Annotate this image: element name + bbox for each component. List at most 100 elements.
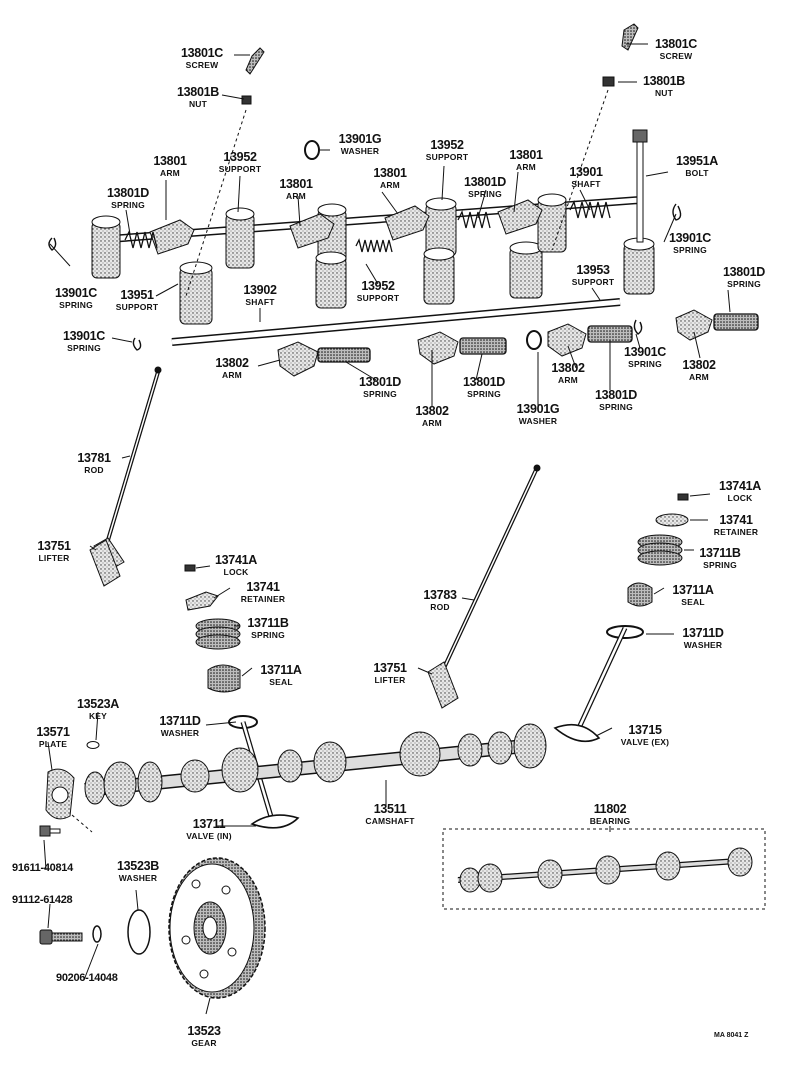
part-name: ARM [516,161,536,172]
part-name: SUPPORT [218,163,262,174]
part-number: 13783 [423,588,457,602]
part-number: 13571 [36,725,70,739]
washer-13523b [127,909,151,955]
label-13951: 13951 SUPPORT [116,289,159,311]
part-name: SPRING [59,299,93,310]
part-number: 13801D [723,265,765,279]
label-13901c-l2: 13901C SPRING [63,330,105,352]
part-name: SCREW [659,50,693,61]
part-number: 13801 [153,154,187,168]
label-13801d-a: 13801D SPRING [359,376,401,398]
label-90206-14048: 90206-14048 [56,972,118,984]
part-name: NUT [188,98,208,109]
label-13741-right: 13741 RETAINER [714,514,758,536]
part-number: 13523A [77,697,119,711]
part-name: ROD [430,601,450,612]
pushrod-13781 [106,366,162,541]
label-13901c-r1: 13901C SPRING [669,232,711,254]
part-name: SUPPORT [571,276,615,287]
valve-group-right [553,493,689,743]
part-number: 13801 [279,177,313,191]
upper-rocker-arms [149,199,543,255]
label-13901c-left: 13901C SPRING [55,287,97,309]
part-number: 13741 [246,580,280,594]
label-13523: 13523 GEAR [187,1024,221,1047]
label-13523b: 13523B WASHER [117,860,159,882]
label-13801d-mid: 13801D SPRING [464,176,506,198]
part-number: 13523B [117,859,159,873]
part-number: 13901 [569,165,603,179]
lifter-13751-mid [427,661,459,709]
part-number: 13952 [223,150,257,164]
part-number: 13801B [177,85,219,99]
camshaft-13511 [84,723,547,807]
label-13801b-top: 13801B NUT [177,86,219,108]
part-number: 13711D [682,626,724,640]
key-13523a [86,741,100,749]
shaft-springs [124,200,611,253]
part-number: 13711A [672,583,714,597]
label-91611-40814: 91611-40814 [12,862,73,874]
part-name: SPRING [363,388,397,399]
label-13801b-right: 13801B NUT [643,75,685,97]
part-number: 13801B [643,74,685,88]
label-13901g-top: 13901G WASHER [339,133,382,155]
label-13801d-right: 13801D SPRING [723,266,765,288]
part-name: ARM [380,179,400,190]
part-name: WASHER [118,872,158,883]
lower-arm-springs [317,313,759,363]
part-name: BOLT [685,167,709,178]
part-number: 13802 [415,404,449,418]
part-number: 13801D [595,388,637,402]
label-13801-right: 13801 ARM [509,148,543,172]
label-13783: 13783 ROD [423,588,457,612]
part-name: SPRING [703,559,737,570]
part-name: SPRING [468,188,502,199]
label-13801d-b: 13801D SPRING [463,376,505,398]
label-13901g-low: 13901G WASHER [517,403,560,425]
part-name: LOCK [727,492,753,503]
label-13711a-right: 13711A SEAL [672,583,714,606]
label-13711b-left: 13711B SPRING [247,616,289,639]
label-13801-left: 13801 ARM [153,154,187,177]
part-number: 13801C [181,46,223,60]
label-13741a-left: 13741A LOCK [215,554,257,576]
part-number: 13901C [63,329,105,343]
part-number: 13952 [430,138,464,152]
leader-lines [43,43,731,1015]
adjusting-screw-top [185,47,265,297]
part-number: 13801D [463,375,505,389]
valve-group-left [184,564,300,829]
part-name: SUPPORT [115,301,159,312]
part-name: BEARING [589,815,631,826]
part-name: VALVE (EX) [620,736,670,747]
part-number: 13801 [509,148,543,162]
part-number: 13801D [359,375,401,389]
label-13711d-right: 13711D WASHER [682,626,724,650]
part-number: 13523 [187,1024,221,1038]
part-name: ARM [689,371,709,382]
part-number: 13711B [247,616,289,630]
label-13711: 13711 VALVE (IN) [186,818,232,840]
lifter-13751-left [89,537,125,587]
part-name: CAMSHAFT [365,815,415,826]
label-13801d-c: 13801D SPRING [595,389,637,411]
bearing-box-11802 [442,828,766,910]
part-number: 13711A [260,663,302,677]
rocker-assembly [48,23,759,377]
part-name: SCREW [185,59,219,70]
part-number: 13715 [628,723,662,737]
washer-90206 [92,925,102,943]
label-13741a-right: 13741A LOCK [719,480,761,502]
part-name: WASHER [683,639,723,650]
part-number: 13901C [624,345,666,359]
part-name: PLATE [38,738,68,749]
part-name: SEAL [269,676,293,687]
part-name: SPRING [111,199,145,210]
label-13781: 13781 ROD [77,451,111,474]
part-name: NUT [654,87,674,98]
part-name: RETAINER [713,526,759,537]
part-number: 13781 [77,451,111,465]
label-13953: 13953 SUPPORT [572,264,615,286]
